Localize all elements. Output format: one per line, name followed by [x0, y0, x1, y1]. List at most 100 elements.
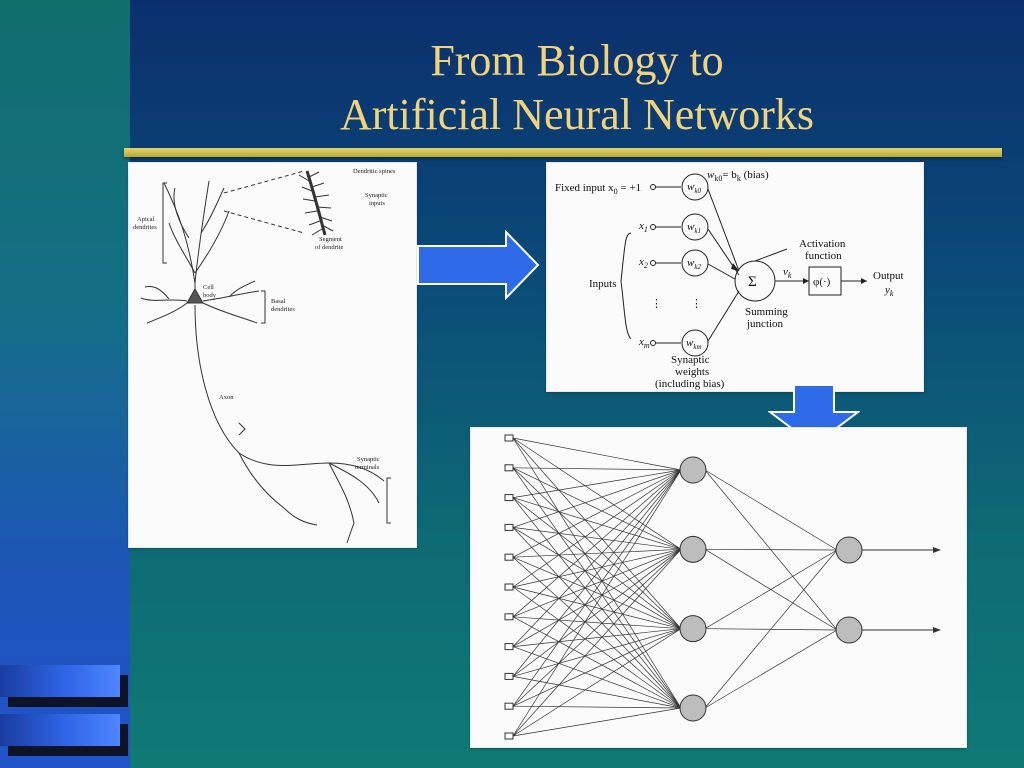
w-km-label: w — [686, 337, 694, 349]
svg-text:wkm: wkm — [686, 337, 702, 351]
bias-eq-rest-sub: k — [737, 174, 741, 183]
input-node — [504, 613, 514, 621]
weights-dots: ⋮ — [691, 298, 702, 310]
activation-label-1: Activation — [799, 238, 846, 250]
input-hidden-connection — [512, 469, 682, 677]
input-hidden-connection — [512, 549, 682, 618]
label-basal-1: Basal — [271, 298, 286, 305]
input-node — [504, 702, 514, 710]
hidden-output-connection — [704, 549, 838, 629]
input-hidden-connection — [512, 469, 682, 737]
v-k-sub: k — [788, 271, 792, 280]
input-hidden-connection — [512, 707, 682, 737]
input-hidden-connection — [512, 548, 682, 558]
input-hidden-connection — [512, 469, 682, 647]
label-synaptic-inputs-1: Synaptic — [365, 192, 388, 199]
input-hidden-connection — [512, 549, 682, 737]
label-cell-body-2: body — [203, 292, 217, 299]
input-hidden-connection — [512, 469, 682, 588]
x1-label: x — [638, 220, 644, 232]
input-node — [504, 553, 514, 561]
inputs-dots: ⋮ — [651, 298, 662, 310]
network-panel — [470, 427, 967, 748]
input-hidden-connection — [512, 497, 682, 629]
input-hidden-connection — [512, 437, 682, 550]
title-line-2: Artificial Neural Networks — [339, 90, 815, 139]
input-hidden-connection — [512, 469, 682, 528]
synaptic-label-3: (including bias) — [655, 378, 725, 390]
input-node — [504, 732, 514, 740]
summing-label-1: Summing — [745, 306, 788, 318]
title-rule — [124, 148, 1002, 157]
input-hidden-connection — [512, 549, 682, 647]
synaptic-label-1: Synaptic — [671, 354, 710, 366]
w-k2-label: w — [687, 257, 695, 269]
input-node — [504, 643, 514, 651]
label-segment-2: of dendrite — [315, 244, 343, 251]
w-k1-label: w — [687, 221, 695, 233]
input-hidden-connection — [512, 556, 682, 629]
input-hidden-connection — [512, 548, 682, 588]
input-hidden-connection — [512, 437, 682, 471]
label-apical-1: Apical — [137, 216, 155, 223]
hidden-node — [679, 694, 707, 722]
input-hidden-connection — [512, 469, 682, 498]
label-synaptic-inputs-2: inputs — [369, 200, 385, 207]
input-hidden-connection — [512, 616, 682, 709]
neuron-model-diagram: wk0= bk (bias) Fixed input x0 = +1 x1 x2… — [555, 169, 904, 390]
x2-label: x — [638, 256, 644, 268]
input-node — [504, 672, 514, 680]
hidden-output-connection — [704, 629, 838, 709]
input-hidden-connection — [512, 467, 682, 629]
fixed-input-sub: 0 — [614, 187, 618, 196]
output-y-sub: k — [890, 289, 894, 298]
bias-eq-sub: k0 — [714, 174, 722, 183]
sigma-symbol: Σ — [748, 274, 757, 290]
input-hidden-connection — [512, 527, 682, 629]
svg-text:xm: xm — [638, 336, 650, 350]
arrow-right-icon — [417, 230, 540, 300]
input-hidden-connection — [512, 437, 682, 629]
label-basal-2: dendrites — [271, 306, 295, 313]
label-axon: Axon — [219, 394, 234, 401]
input-hidden-connection — [512, 676, 682, 709]
hidden-output-connection — [704, 469, 838, 551]
input-node — [504, 464, 514, 472]
input-hidden-connection — [512, 705, 682, 709]
w-k1-sub: k1 — [694, 227, 701, 235]
svg-text:wk1: wk1 — [687, 221, 701, 235]
input-hidden-connection — [512, 469, 682, 707]
input-hidden-connection — [512, 628, 682, 737]
input-hidden-connection — [512, 467, 682, 471]
input-hidden-connection — [512, 616, 682, 630]
output-node — [835, 616, 863, 644]
synaptic-label-2: weights — [675, 366, 709, 378]
input-hidden-connection — [512, 628, 682, 647]
input-hidden-connection — [512, 586, 682, 709]
label-segment-1: Segment — [319, 236, 342, 243]
output-arrowhead — [933, 627, 941, 633]
input-hidden-connection — [512, 628, 682, 677]
output-node — [835, 536, 863, 564]
label-cell-body-1: Cell — [203, 284, 214, 291]
input-hidden-connection — [512, 628, 682, 707]
input-hidden-connection — [512, 469, 682, 558]
xm-sub: m — [644, 341, 650, 350]
hidden-output-connection — [704, 549, 838, 709]
hidden-node — [679, 456, 707, 484]
x1-sub: 1 — [644, 225, 648, 234]
input-hidden-connection — [512, 549, 682, 677]
title-line-1: From Biology to — [430, 36, 724, 85]
activation-label-2: function — [805, 250, 842, 262]
inputs-label: Inputs — [589, 278, 617, 290]
svg-text:wk2: wk2 — [687, 257, 701, 271]
svg-text:yk: yk — [884, 284, 894, 298]
decor-block-1 — [0, 665, 120, 697]
input-node — [504, 434, 514, 442]
phi-label: φ(·) — [813, 276, 831, 288]
input-hidden-connection — [512, 469, 682, 618]
xm-label: x — [638, 336, 644, 348]
x2-sub: 2 — [644, 261, 648, 270]
bias-eq-w: w — [707, 169, 715, 181]
